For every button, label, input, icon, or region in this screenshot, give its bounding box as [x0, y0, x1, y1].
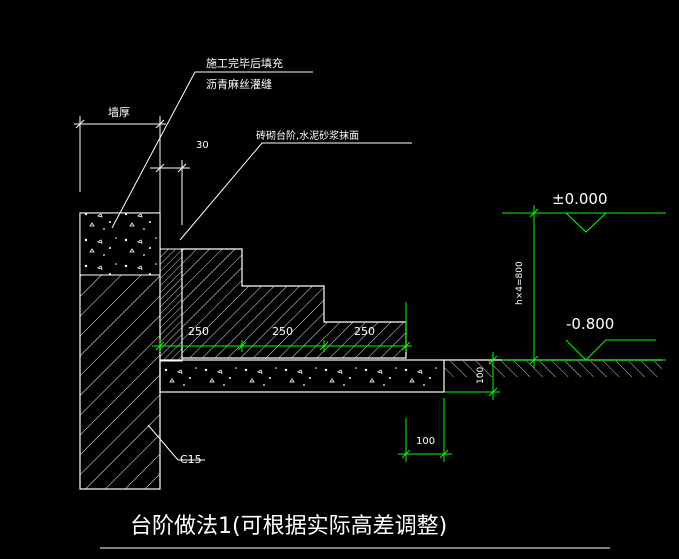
concrete-base [159, 359, 445, 393]
label-step-2: 250 [272, 325, 293, 338]
asphalt-joint [79, 212, 161, 276]
label-level-bottom: -0.800 [566, 315, 614, 333]
label-concrete: C15 [180, 453, 202, 466]
label-wall-thickness: 墙厚 [108, 105, 130, 119]
steps [181, 248, 407, 359]
dim-wall [74, 116, 166, 213]
label-base-width: 100 [416, 436, 435, 447]
label-gap: 30 [196, 140, 209, 151]
brick-layer [159, 248, 183, 362]
label-step-3: 250 [354, 325, 375, 338]
note-top-line2: 沥青麻丝灌缝 [206, 77, 272, 91]
green-dims [152, 205, 666, 462]
note-mid: 砖砌台阶,水泥砂浆抹面 [256, 129, 359, 142]
label-height: h×4=800 [515, 261, 525, 305]
dim-gap [150, 160, 190, 225]
label-base-thickness: 100 [476, 367, 486, 384]
note-top-line1: 施工完毕后填充 [206, 56, 283, 70]
label-step-1: 250 [188, 325, 209, 338]
leader-lines [111, 71, 412, 461]
drawing-title: 台阶做法1(可根据实际高差调整) [130, 514, 447, 539]
label-level-top: ±0.000 [552, 190, 608, 208]
